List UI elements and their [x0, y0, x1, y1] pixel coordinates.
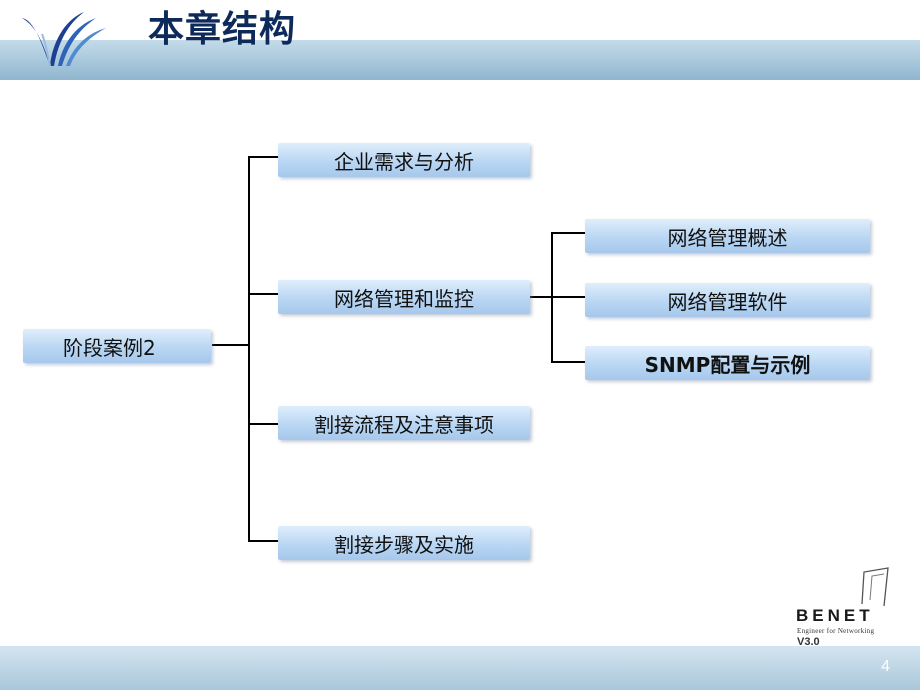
page-number: 4	[881, 658, 890, 675]
node-enterprise-requirements: 企业需求与分析	[278, 143, 530, 177]
benet-logo-icon	[861, 567, 889, 607]
node-nm-software: 网络管理软件	[585, 283, 870, 317]
level2-branch-3	[553, 361, 585, 363]
level1-vertical-line	[248, 156, 250, 542]
level1-branch-3	[250, 423, 278, 425]
root-connector	[212, 344, 250, 346]
header-band	[0, 40, 920, 80]
node-network-management: 网络管理和监控	[278, 280, 530, 314]
brand-name: BENET	[796, 606, 874, 625]
level2-branch-2	[553, 296, 585, 298]
vc-swoosh-logo-icon	[22, 12, 106, 67]
header-background	[0, 0, 920, 41]
tree-root-node: 阶段案例2	[23, 329, 211, 363]
level1-branch-1	[250, 156, 278, 158]
level2-vertical-line	[551, 232, 553, 363]
brand-version: V3.0	[797, 636, 820, 648]
level1-branch-2	[250, 293, 278, 295]
footer-band	[0, 646, 920, 690]
slide-title: 本章结构	[148, 9, 297, 50]
node-nm-overview: 网络管理概述	[585, 219, 870, 253]
node-cutover-process: 割接流程及注意事项	[278, 406, 530, 440]
level1-branch-4	[250, 540, 278, 542]
level2-connector	[530, 296, 552, 298]
node-snmp-config: SNMP配置与示例	[585, 346, 870, 380]
level2-branch-1	[553, 232, 585, 234]
brand-tagline: Engineer for Networking	[797, 627, 875, 635]
node-cutover-steps: 割接步骤及实施	[278, 526, 530, 560]
